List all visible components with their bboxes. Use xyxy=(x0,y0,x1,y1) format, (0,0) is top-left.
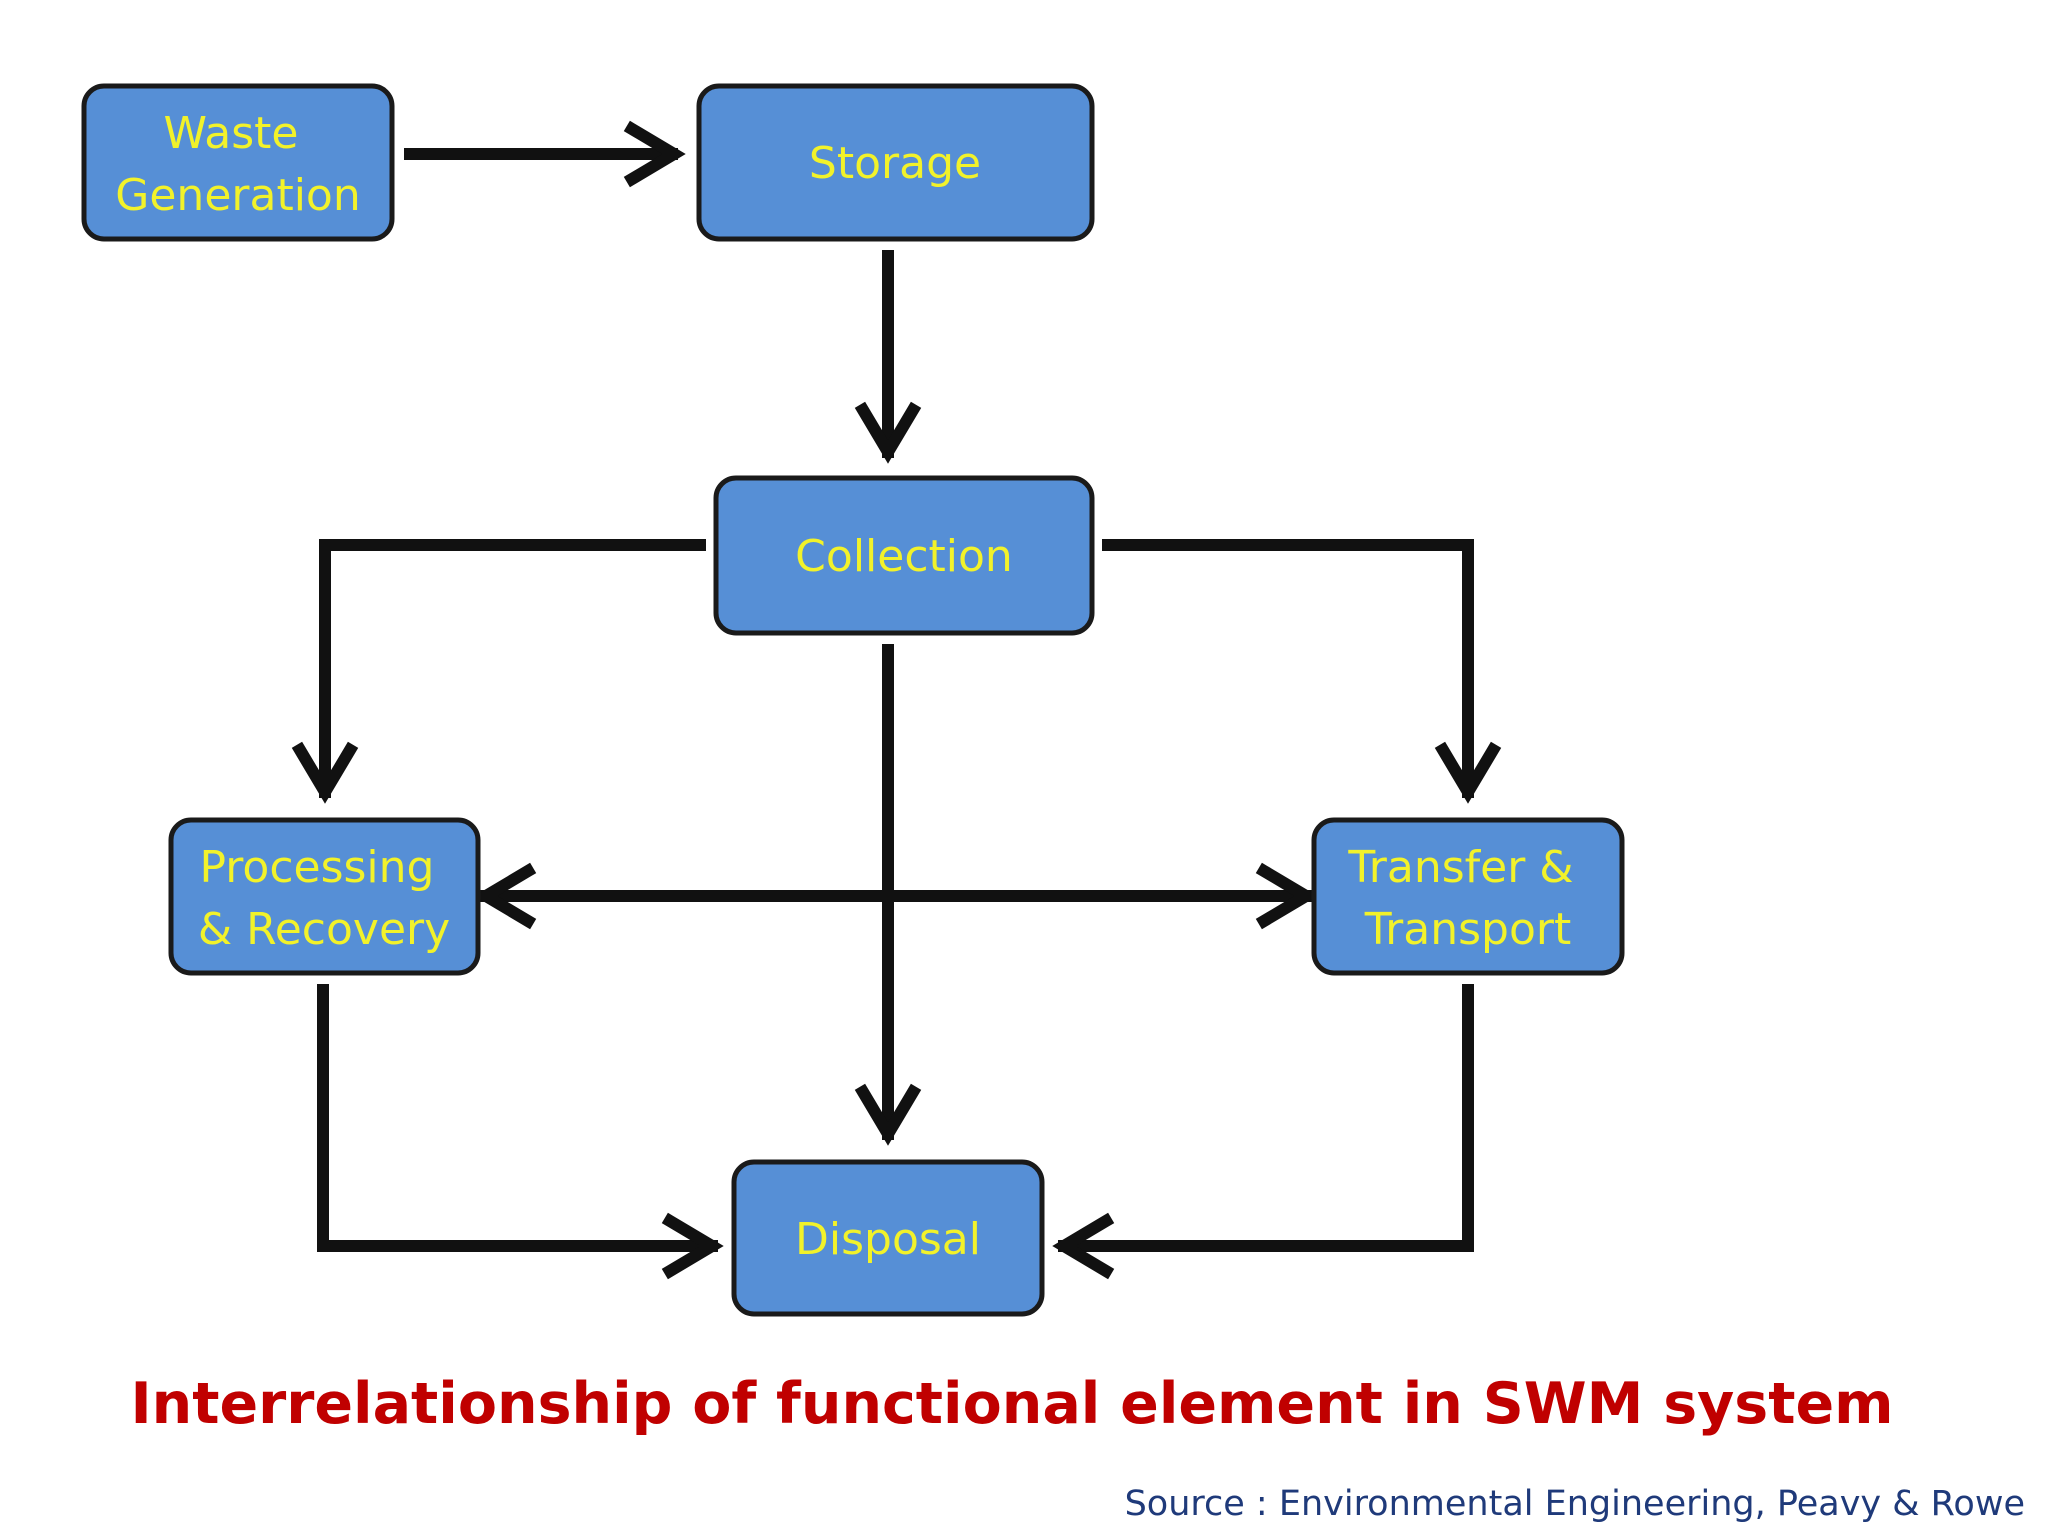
node-transfer-transport: Transfer & Transport xyxy=(1311,817,1625,976)
node-processing-line-2: & Recovery xyxy=(198,904,450,955)
diagram-caption: Interrelationship of functional element … xyxy=(130,1371,1893,1437)
svg-text:Processing & Recovery: Processing & Recovery xyxy=(198,842,450,955)
node-processing-recovery: Processing & Recovery xyxy=(168,817,481,976)
node-waste-generation-line-1: Waste xyxy=(164,108,299,159)
svg-text:Disposal: Disposal xyxy=(795,1214,981,1265)
edge-transfer-to-disposal xyxy=(1052,984,1474,1280)
edge-collection-to-transfer xyxy=(1102,539,1502,804)
edge-waste-to-storage xyxy=(404,120,686,188)
node-disposal-label: Disposal xyxy=(795,1214,981,1265)
edge-processing-transfer-bidirectional xyxy=(474,862,1318,930)
edge-processing-to-disposal xyxy=(317,984,724,1280)
node-transfer-line-1: Transfer & xyxy=(1347,842,1573,893)
svg-text:Waste Generation: Waste Generation xyxy=(115,108,360,221)
svg-text:Transfer & Transport: Transfer & Transport xyxy=(1347,842,1587,955)
node-waste-generation: Waste Generation xyxy=(81,83,395,242)
node-storage-label: Storage xyxy=(809,138,981,189)
node-collection: Collection xyxy=(713,475,1095,636)
node-processing-line-1: Processing xyxy=(200,842,435,893)
node-storage: Storage xyxy=(696,83,1095,242)
node-disposal: Disposal xyxy=(731,1159,1045,1317)
node-collection-label: Collection xyxy=(795,531,1013,582)
node-waste-generation-line-2: Generation xyxy=(115,170,360,221)
edge-storage-to-collection xyxy=(854,250,922,464)
node-transfer-line-2: Transport xyxy=(1364,904,1571,955)
edge-collection-to-processing xyxy=(291,539,706,804)
svg-text:Collection: Collection xyxy=(795,531,1013,582)
svg-text:Storage: Storage xyxy=(809,138,981,189)
source-citation: Source : Environmental Engineering, Peav… xyxy=(1125,1484,2025,1524)
